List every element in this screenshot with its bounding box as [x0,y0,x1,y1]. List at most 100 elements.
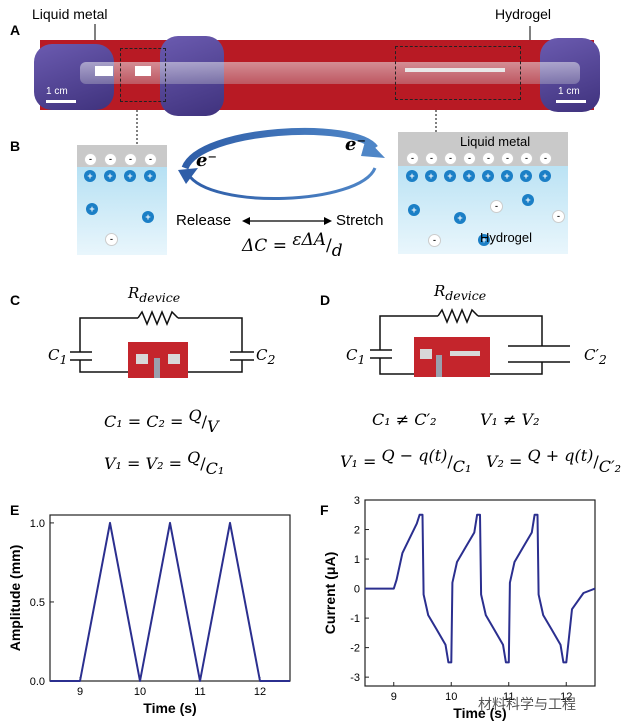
positive-ion: + [104,170,116,182]
series-line [365,513,596,664]
negative-ion: - [552,210,565,223]
x-tick-label: 10 [445,691,457,703]
callout-arrows [94,24,531,40]
negative-ion: - [428,234,441,247]
panel-label-b: B [10,138,21,154]
x-tick-label: 11 [503,691,514,703]
arrow-top-arc [181,127,378,170]
release-stretch-arrow [242,217,332,225]
positive-ion: + [425,170,437,182]
y-tick-label: 0.5 [30,597,45,609]
series-line [50,521,290,682]
electron-left: e⁻ [196,150,217,171]
x-tick-label: 12 [560,691,572,703]
x-tick-label: 9 [77,686,83,698]
negative-ion: - [144,153,157,166]
negative-ion: - [406,152,419,165]
positive-ion: + [454,212,466,224]
watermark: 材料科学与工程 [478,697,576,713]
cell-stretched: Liquid metal - - - - - - - - + + + + + +… [398,132,568,254]
electron-right: e⁻ [345,134,366,155]
equation-v1-v2: V₁ = V₂ = Q/C₁ [104,448,225,478]
y-tick-label: -1 [350,613,360,625]
panel-label-e: E [10,502,20,518]
liquid-metal-label: Liquid metal [32,6,108,22]
arrow-bottom-arc [186,167,377,200]
y-axis-label: Current (μA) [322,552,338,634]
wire [478,315,543,346]
c1-label-c: C1 [48,346,68,367]
capacitance-equation: ΔC = εΔA/d [242,230,343,261]
equation-v1: V₁ = Q − q(t)/C₁ [340,446,472,476]
negative-ion: - [124,153,137,166]
x-axis-label: Time (s) [453,705,506,721]
r-device-d: Rdevice [434,282,487,303]
panel-label-d: D [320,292,331,308]
stretched-device-photo: 1 cm 1 cm [34,36,600,116]
y-tick-label: 2 [354,525,360,537]
arrow-bottom-head [178,168,198,184]
wire [178,317,243,352]
scale-bar-left [46,100,76,103]
hydrogel-cell-label: Hydrogel [480,230,533,245]
inequality-c: C₁ ≠ C′₂ [372,410,437,429]
positive-ion: + [406,170,418,182]
resistor [437,308,479,324]
negative-ion: - [482,152,495,165]
positive-ion: + [142,211,154,223]
resistor [137,310,179,326]
eq-den: d [331,241,343,261]
y-tick-label: 0.0 [30,676,45,688]
negative-ion: - [463,152,476,165]
eq-num: εΔA [292,230,327,250]
positive-ion: + [124,170,136,182]
positive-ion: + [86,203,98,215]
callout-box-right [395,46,521,100]
wire [79,317,138,352]
positive-ion: + [520,170,532,182]
electron-cycle-arrows [178,127,385,200]
x-tick-label: 10 [134,686,146,698]
y-axis-label: Amplitude (mm) [7,545,23,652]
y-tick-label: 3 [354,495,360,507]
x-tick-label: 12 [254,686,266,698]
positive-ion: + [478,234,490,246]
plot-frame [49,514,291,682]
positive-ion: + [482,170,494,182]
electrode-stretched [405,68,505,72]
liquid-metal-cell-label: Liquid metal [460,134,531,149]
negative-ion: - [105,233,118,246]
c2-prime-label-d: C′2 [584,346,607,367]
scale-bar-right [556,100,586,103]
c2-label-c: C2 [256,346,276,367]
positive-ion: + [463,170,475,182]
arrow-top-head [361,138,385,158]
scale-label-right: 1 cm [558,86,580,97]
negative-ion: - [539,152,552,165]
y-tick-label: 1.0 [30,518,45,530]
y-tick-label: 1 [354,554,360,566]
positive-ion: + [144,170,156,182]
device-photo-d [414,337,490,377]
x-axis-label: Time (s) [143,700,196,716]
y-tick-label: -3 [350,672,360,684]
positive-ion: + [444,170,456,182]
negative-ion: - [501,152,514,165]
equation-v2: V₂ = Q + q(t)/C′₂ [486,446,621,476]
wire [379,315,438,350]
negative-ion: - [490,200,503,213]
panel-label-c: C [10,292,21,308]
hydrogel-strip [80,62,580,84]
positive-ion: + [522,194,534,206]
equation-c1-c2: C₁ = C₂ = Q/V [104,406,219,436]
stretch-label: Stretch [336,212,384,229]
hydrogel-label: Hydrogel [495,6,552,22]
cell-released: - - - - + + + + + + - [77,145,167,255]
y-tick-label: 0 [354,584,360,596]
scale-label-left: 1 cm [46,86,68,97]
negative-ion: - [84,153,97,166]
negative-ion: - [520,152,533,165]
positive-ion: + [539,170,551,182]
